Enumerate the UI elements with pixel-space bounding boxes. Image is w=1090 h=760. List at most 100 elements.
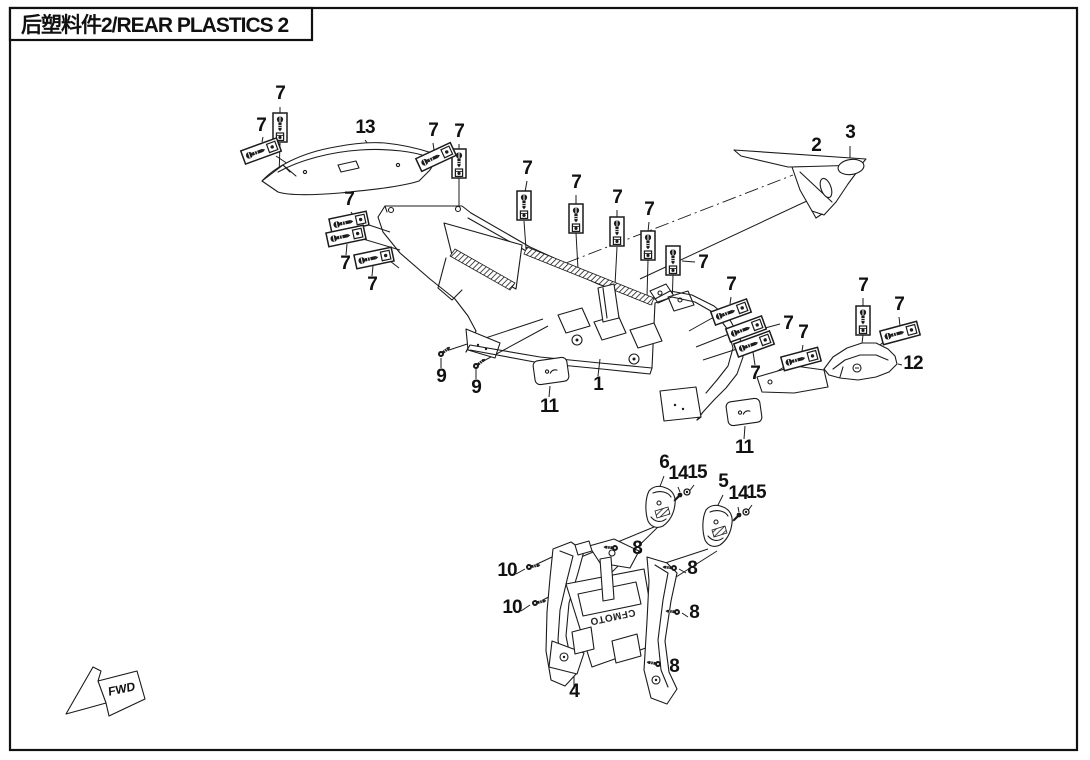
part-callout-10: 10 [502, 597, 522, 618]
nut-icon [742, 508, 750, 516]
leader-line [702, 348, 738, 361]
part-callout-7: 7 [644, 199, 654, 220]
part-callout-8: 8 [632, 538, 642, 559]
part-callout-7: 7 [798, 322, 808, 343]
leader-line [548, 385, 551, 398]
part-callout-7: 7 [428, 120, 438, 141]
part-callout-10: 10 [497, 560, 517, 581]
part-callout-9: 9 [471, 377, 481, 398]
part-callout-7: 7 [522, 158, 532, 179]
part-11-drawing [532, 356, 763, 427]
part-3-drawing [837, 158, 865, 176]
part-callout-7: 7 [256, 115, 266, 136]
leader-line [261, 136, 264, 143]
leader-line [688, 316, 715, 332]
leader-line [442, 318, 544, 353]
bolt-box-icon [240, 137, 282, 165]
part-callout-7: 7 [858, 275, 868, 296]
part-callout-11: 11 [540, 396, 560, 417]
part-callout-8: 8 [669, 656, 679, 677]
part-callout-7: 7 [726, 274, 736, 295]
leader-line [524, 180, 528, 193]
screw-box-icon [640, 230, 656, 261]
part-callout-7: 7 [612, 187, 622, 208]
leader-line [520, 604, 531, 612]
bolt-box-icon [415, 141, 457, 173]
part-5-drawing [702, 504, 733, 547]
part-callout-7: 7 [367, 274, 377, 295]
part-callout-6: 6 [659, 452, 669, 473]
screw-icon [436, 343, 453, 359]
leader-line [678, 568, 687, 574]
leader-line [737, 506, 740, 513]
part-callout-7: 7 [344, 189, 354, 210]
screw-icon [471, 355, 488, 371]
leader-line [597, 358, 601, 377]
part-callout-7: 7 [698, 252, 708, 273]
screw-box-icon [609, 216, 625, 247]
leader-line [681, 260, 696, 263]
part-callout-7: 7 [340, 253, 350, 274]
leader-line [743, 425, 746, 440]
screw-box-icon [855, 305, 871, 336]
part-callout-8: 8 [687, 558, 697, 579]
leader-line [646, 259, 649, 298]
part-callout-11: 11 [735, 437, 755, 458]
page-border [8, 6, 1079, 752]
leader-line [695, 333, 730, 348]
screw-box-icon [568, 203, 584, 234]
screw-box-icon [665, 245, 681, 276]
leader-line [432, 142, 435, 151]
fwd-arrow: FWD [65, 666, 146, 717]
part-callout-7: 7 [750, 363, 760, 384]
leader-line [681, 612, 689, 618]
leader-line [898, 316, 901, 327]
part-1-drawing [377, 205, 744, 422]
title-box [8, 6, 314, 42]
leader-line [677, 486, 681, 493]
part-callout-12: 12 [903, 353, 923, 374]
part-callout-7: 7 [571, 172, 581, 193]
part-2-drawing [733, 149, 867, 219]
part-callout-14: 14 [668, 463, 689, 484]
centerline [565, 174, 794, 264]
leader-line [477, 325, 549, 365]
small-screw-icon [730, 511, 743, 524]
part-callout-7: 7 [275, 83, 285, 104]
leader-line [801, 344, 804, 352]
part-callout-7: 7 [783, 313, 793, 334]
nut-icon [683, 488, 691, 496]
leader-line [365, 223, 391, 233]
part-callout-14: 14 [728, 483, 749, 504]
leader-line [764, 323, 781, 329]
part-13-drawing [261, 142, 437, 196]
part-callout-2: 2 [811, 135, 821, 156]
part-callout-8: 8 [689, 602, 699, 623]
part-callout-13: 13 [355, 117, 375, 138]
part-callout-4: 4 [569, 681, 580, 702]
leader-line [345, 243, 348, 256]
leader-line [729, 296, 732, 305]
leader-line [752, 351, 756, 366]
screw-box-icon [516, 190, 532, 221]
leader-line [362, 238, 401, 251]
part-callout-7: 7 [454, 121, 464, 142]
part-callout-1: 1 [593, 374, 604, 395]
part-12-drawing [756, 342, 898, 394]
part-callout-9: 9 [436, 366, 446, 387]
leader-line [575, 232, 579, 270]
fwd-label: FWD [108, 679, 136, 699]
part-callout-15: 15 [687, 462, 708, 483]
part-callout-3: 3 [845, 122, 855, 143]
part-6-drawing [645, 485, 676, 528]
leader-line [515, 568, 526, 575]
part-callout-5: 5 [718, 471, 729, 492]
part-4-drawing: CFMOTO [545, 538, 678, 705]
leader-line [614, 246, 618, 286]
leader-line [897, 363, 903, 366]
part-callout-15: 15 [746, 482, 767, 503]
leader-line [371, 265, 374, 277]
